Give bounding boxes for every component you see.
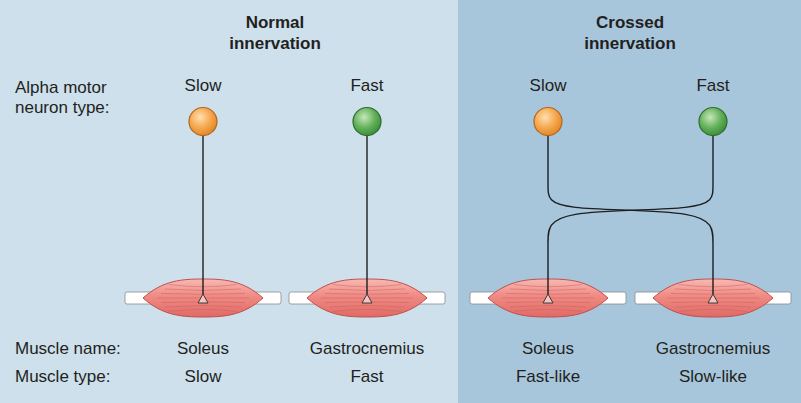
row-label: Alpha motor neuron type: [15, 78, 140, 118]
muscle-type: Slow-like [633, 367, 793, 387]
muscle-node: GastrocnemiusFast [287, 294, 447, 387]
panel-heading: Crossed innervation [560, 12, 700, 54]
axon-line [548, 136, 713, 294]
muscle-fiber [329, 306, 405, 308]
motor-neuron: Fast [327, 76, 407, 136]
cell-body [534, 108, 562, 136]
muscle-fiber [502, 298, 594, 299]
muscle-type: Fast-like [468, 367, 628, 387]
muscle-name: Gastrocnemius [287, 339, 447, 359]
axon-line [548, 136, 713, 294]
neuron-soma [673, 96, 753, 136]
muscle-fiber [325, 301, 409, 303]
muscle-name: Soleus [468, 339, 628, 359]
muscle-fiber [510, 306, 586, 308]
neuron-type: Slow [163, 76, 243, 96]
muscle-fiber [161, 301, 245, 303]
muscle-fiber [671, 301, 755, 303]
panel-region: Slow FastSoleusFast-likeGastrocnemiusSlow… [458, 0, 801, 403]
muscle-type: Slow [123, 367, 283, 387]
row-label-holder: Muscle name: [15, 339, 155, 359]
muscle-fiber [506, 301, 590, 303]
muscle-fiber [169, 309, 237, 311]
muscle-name: Gastrocnemius [633, 339, 793, 359]
cell-body [189, 108, 217, 136]
muscle-fiber [321, 298, 413, 299]
motor-neuron: Slow [163, 76, 243, 136]
neuron-type: Fast [673, 76, 753, 96]
row-label: Muscle type: [15, 367, 155, 387]
axon-line [366, 136, 367, 294]
muscle-fiber [667, 298, 759, 299]
neuron-soma [163, 96, 243, 136]
row-label-holder: Alpha motor neuron type: [15, 78, 140, 118]
motor-neuron: Slow [508, 76, 588, 136]
muscle-type: Fast [287, 367, 447, 387]
muscle-fiber [675, 306, 751, 308]
muscle-node: SoleusSlow [123, 294, 283, 387]
muscle-node: SoleusFast-like [468, 294, 628, 387]
cell-body [699, 108, 727, 136]
muscle-fiber [679, 309, 747, 311]
neuron-type: Fast [327, 76, 407, 96]
muscle-node: GastrocnemiusSlow-like [633, 294, 793, 387]
neuron-soma [327, 96, 407, 136]
muscle-fiber [157, 298, 249, 299]
neuron-soma [508, 96, 588, 136]
muscle-fiber [165, 306, 241, 308]
muscle-name: Soleus [123, 339, 283, 359]
muscle-fiber [514, 309, 582, 311]
axon-line [202, 136, 203, 294]
cell-body [353, 108, 381, 136]
row-label-holder: Muscle type: [15, 367, 155, 387]
muscle-fiber [333, 309, 401, 311]
panel-heading: Normal innervation [205, 12, 345, 54]
neuron-type: Slow [508, 76, 588, 96]
row-label: Muscle name: [15, 339, 155, 359]
motor-neuron: Fast [673, 76, 753, 136]
